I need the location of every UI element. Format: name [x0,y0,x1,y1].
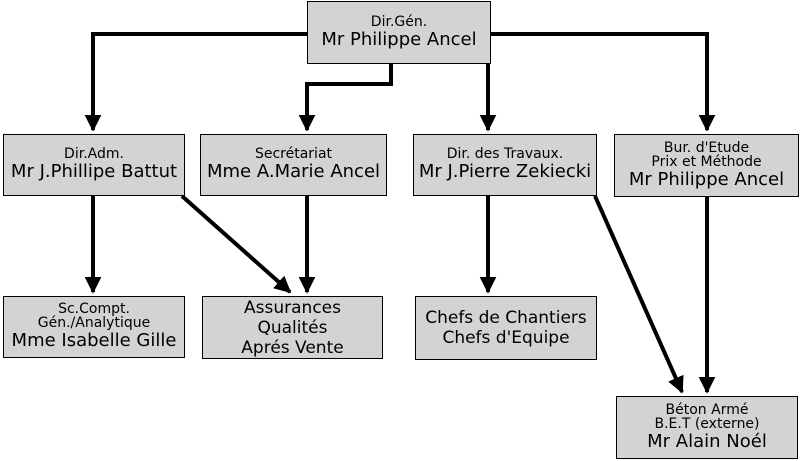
node-role: Bur. d'Etude [663,139,750,156]
node-role: Béton Armé [665,401,749,418]
node-service-comptable: Sc.Compt. Gén./Analytique Mme Isabelle G… [3,296,185,358]
connector-dg-adm [84,32,307,132]
node-line: Assurances [244,297,341,318]
node-beton-arme: Béton Armé B.E.T (externe) Mr Alain Noél [616,396,798,459]
node-name: Mme Isabelle Gille [11,330,177,351]
node-line: Chefs de Chantiers [425,308,587,328]
node-assurances: Assurances Qualités Aprés Vente [202,296,383,359]
node-role: Prix et Méthode [651,153,762,170]
node-role: B.E.T (externe) [654,415,760,432]
node-name: Mr J.Pierre Zekiecki [418,161,592,182]
node-line: Qualités [257,317,328,338]
node-name: Mme A.Marie Ancel [206,161,381,182]
node-role: Gén./Analytique [37,315,151,331]
node-line: Aprés Vente [241,337,344,358]
node-name: Mr Philippe Ancel [321,28,477,50]
node-role: Sc.Compt. [58,301,130,317]
node-name: Mr Alain Noél [647,430,767,452]
node-role: Dir. des Travaux. [446,146,564,162]
node-chefs-chantiers: Chefs de Chantiers Chefs d'Equipe [415,296,597,360]
node-role: Dir.Adm. [64,146,124,162]
node-name: Mr J.Phillipe Battut [10,161,178,182]
node-directeur-travaux: Dir. des Travaux. Mr J.Pierre Zekiecki [413,134,597,196]
node-name: Mr Philippe Ancel [628,168,785,190]
connector-dg-sec [298,64,393,132]
node-role: Secrétariat [254,146,333,162]
connector-trav-beton [593,195,684,394]
node-role: Dir.Gén. [370,13,428,30]
node-line: Chefs d'Equipe [442,328,570,348]
node-directeur-administratif: Dir.Adm. Mr J.Phillipe Battut [3,134,185,196]
connector-adm-assur [180,194,292,294]
node-bureau-etude: Bur. d'Etude Prix et Méthode Mr Philippe… [614,134,799,197]
node-directeur-general: Dir.Gén. Mr Philippe Ancel [307,1,491,64]
node-secretariat: Secrétariat Mme A.Marie Ancel [200,134,387,196]
connector-dg-bur [491,32,716,132]
